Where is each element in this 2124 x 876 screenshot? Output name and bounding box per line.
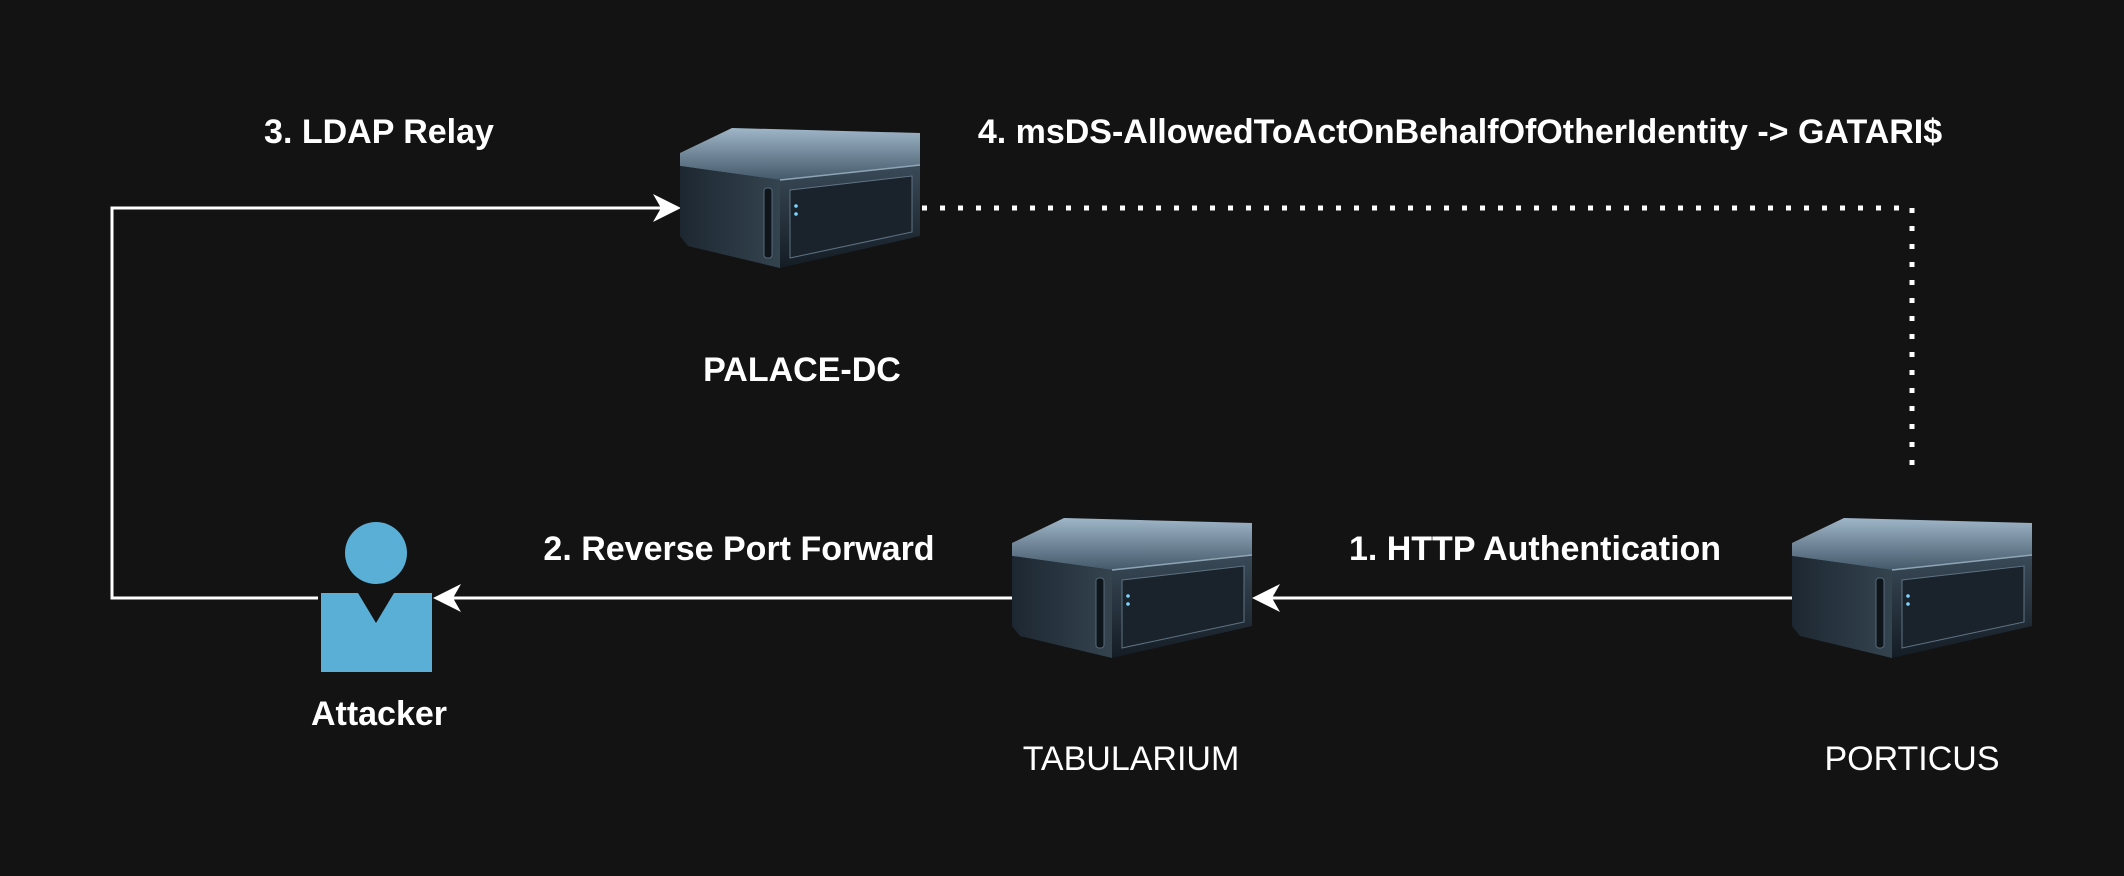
arrowhead-tabularium [1252,584,1280,612]
node-palace-dc: PALACE-DC [678,126,922,389]
node-attacker: Attacker [311,522,447,733]
server-icon [1010,516,1254,660]
node-tabularium: TABULARIUM [1010,516,1254,778]
server-icon [678,126,922,270]
arrowhead-attacker [433,584,461,612]
server-icon [1790,516,2034,660]
user-icon [321,522,432,672]
node-label-palace-dc: PALACE-DC [703,351,901,389]
arrowhead-palace-dc [653,194,681,222]
edge-http-authentication [1252,584,1793,612]
node-label-tabularium: TABULARIUM [1023,740,1240,778]
node-label-attacker: Attacker [311,695,447,733]
edge-reverse-port-forward [433,584,1012,612]
node-label-porticus: PORTICUS [1824,740,1999,778]
node-porticus: PORTICUS [1790,516,2034,778]
edge-label-http-authentication: 1. HTTP Authentication [1349,530,1721,568]
edge-label-ldap-relay: 3. LDAP Relay [264,113,494,151]
edge-label-rbcd-write: 4. msDS-AllowedToActOnBehalfOfOtherIdent… [978,113,1942,151]
edge-rbcd-write [922,205,1915,472]
edge-label-reverse-port-forward: 2. Reverse Port Forward [543,530,934,568]
edge-ldap-relay [110,194,681,600]
